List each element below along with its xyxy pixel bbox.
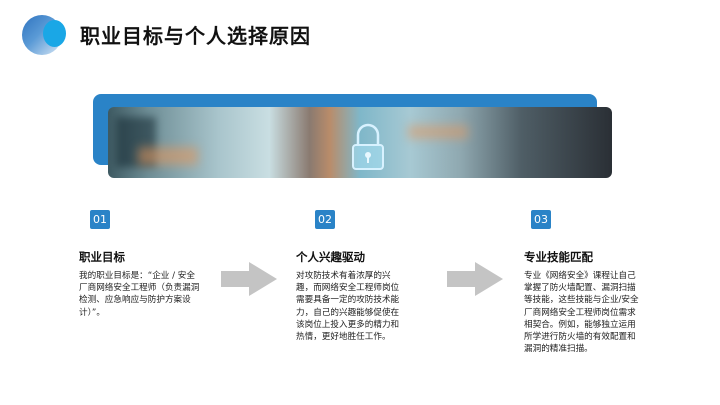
arrow-right-icon <box>221 262 277 296</box>
section-heading: 职业目标 <box>79 250 125 264</box>
logo-circle-small <box>43 20 66 47</box>
section-number-badge: 01 <box>90 210 110 229</box>
section-body: 对攻防技术有着浓厚的兴趣，而网络安全工程师岗位需要具备一定的攻防技术能力，自己的… <box>296 271 400 343</box>
section-heading: 专业技能匹配 <box>524 250 593 264</box>
logo-icon <box>20 13 70 57</box>
section-number-badge: 02 <box>315 210 335 229</box>
section-body: 我的职业目标是：“企业 / 安全厂商网络安全工程师（负责漏洞检测、应急响应与防护… <box>79 271 200 318</box>
banner-image <box>108 107 612 178</box>
section-heading: 个人兴趣驱动 <box>296 250 365 264</box>
section-number-badge: 03 <box>531 210 551 229</box>
lock-icon <box>352 123 384 170</box>
arrow-right-icon <box>447 262 503 296</box>
section-body: 专业《网络安全》课程让自己掌握了防火墙配置、漏洞扫描等技能，这些技能与企业/安全… <box>524 271 639 355</box>
page-title: 职业目标与个人选择原因 <box>80 24 311 48</box>
